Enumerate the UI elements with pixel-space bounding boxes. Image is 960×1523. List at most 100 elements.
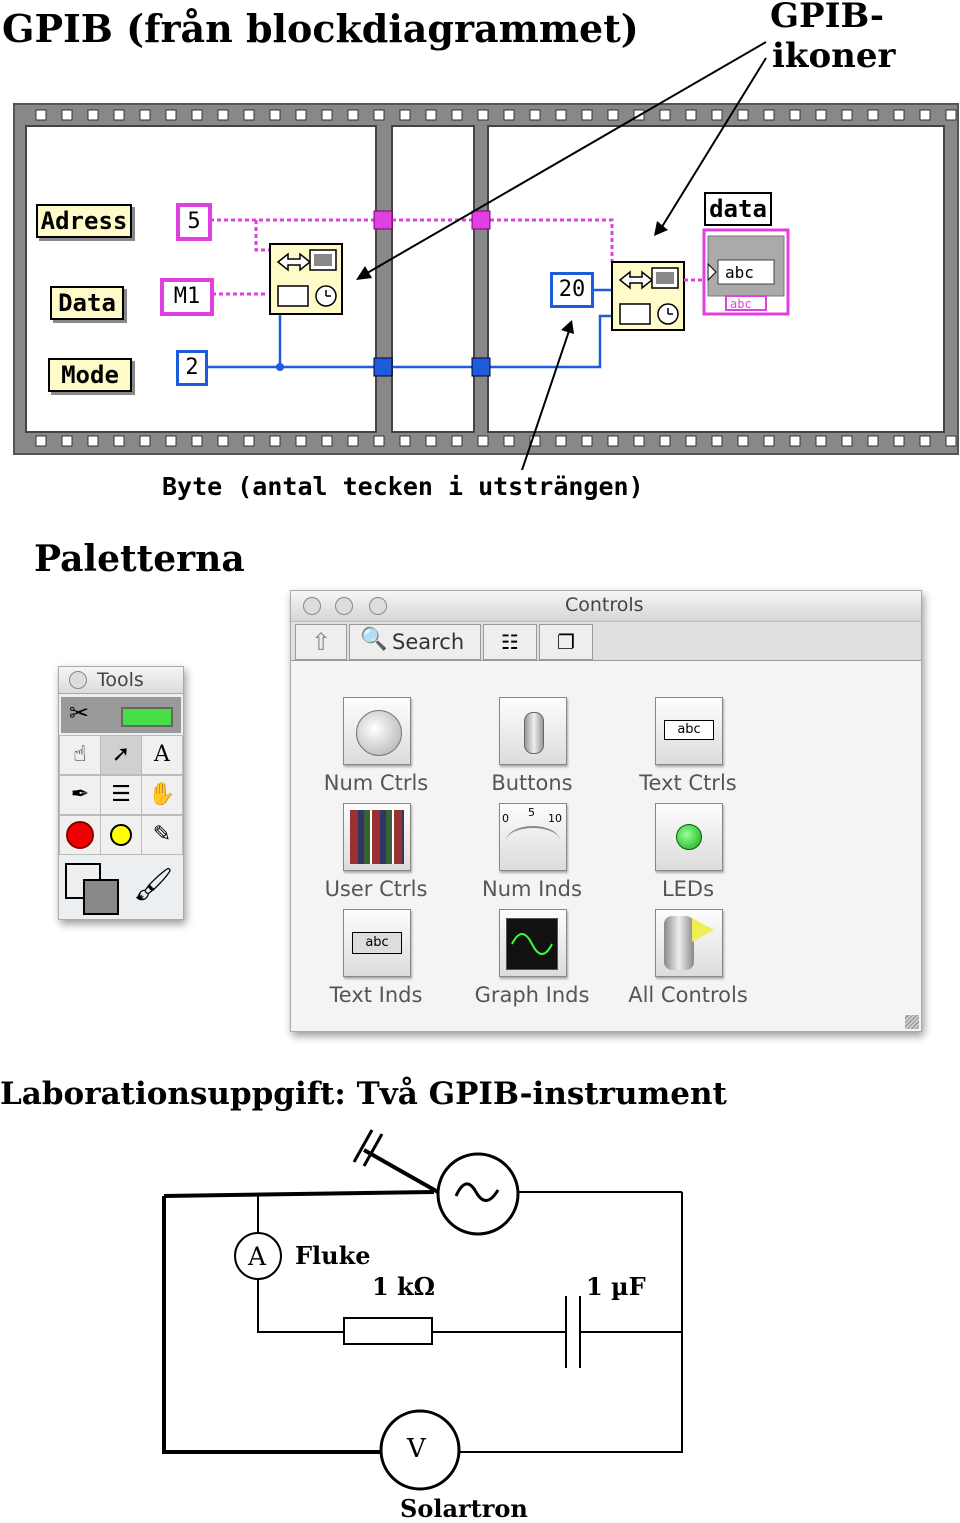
auto-tool-led [121, 707, 173, 727]
capacitor-icon [565, 1296, 581, 1368]
section-title-gpib: GPIB (från blockdiagrammet) [2, 6, 639, 51]
breakpoint-icon[interactable] [59, 815, 101, 855]
close-icon[interactable] [303, 597, 321, 615]
controls-titlebar: Controls [291, 591, 921, 622]
sprocket-hole [165, 109, 177, 121]
sprocket-hole [87, 435, 99, 447]
sprocket-hole [321, 109, 333, 121]
sprocket-hole [737, 435, 749, 447]
all-controls-label: All Controls [628, 983, 748, 1007]
string-indicator [702, 228, 790, 316]
user-ctrls-tile[interactable] [343, 803, 411, 871]
auto-tool-row[interactable]: ✂ [61, 697, 181, 733]
ammeter-name: Fluke [295, 1241, 371, 1270]
led-icon [676, 824, 702, 850]
circuit-diagram [162, 1129, 683, 1491]
sprocket-hole [87, 109, 99, 121]
tools-title: Tools [97, 669, 144, 691]
sprocket-hole [347, 435, 359, 447]
connect-wire-icon[interactable]: ✒ [59, 775, 101, 815]
text-inds-tile[interactable]: abc [343, 909, 411, 977]
controls-palette: Controls ⇧ 🔍 Search ☷ ❐ Num Ctrls Button… [290, 590, 922, 1032]
sprocket-hole [815, 435, 827, 447]
voltmeter-symbol: V [407, 1434, 426, 1464]
sprocket-hole [659, 435, 671, 447]
sprocket-hole [399, 435, 411, 447]
window-icon[interactable]: ❐ [539, 624, 593, 660]
search-button[interactable]: 🔍 Search [349, 624, 481, 660]
text-inds-label: Text Inds [329, 983, 423, 1007]
gpib-icons-label-line2: ikoner [772, 36, 896, 76]
edit-text-icon[interactable]: A [141, 735, 183, 775]
buttons-tile[interactable] [499, 697, 567, 765]
block-diagram: abc abc [13, 41, 959, 470]
tools-titlebar: Tools [59, 667, 183, 694]
sprocket-hole [347, 109, 359, 121]
sprocket-hole [763, 109, 775, 121]
sprocket-hole [529, 109, 541, 121]
auto-tool-icon[interactable]: ✂ [69, 699, 90, 727]
leds-tile[interactable] [655, 803, 723, 871]
color-copy-icon[interactable]: ✎ [141, 815, 183, 855]
mode-constant: 2 [176, 350, 208, 386]
sprocket-hole [919, 435, 931, 447]
graph-inds-tile[interactable] [499, 909, 567, 977]
sprocket-hole [191, 435, 203, 447]
sprocket-hole [841, 109, 853, 121]
minimize-icon[interactable] [335, 597, 353, 615]
all-controls-tile[interactable] [655, 909, 723, 977]
num-ctrls-label: Num Ctrls [323, 771, 429, 795]
graph-inds-label: Graph Inds [474, 983, 590, 1007]
search-label: Search [392, 630, 465, 654]
sprocket-hole [789, 109, 801, 121]
num-inds-tile[interactable]: 0 5 10 [499, 803, 567, 871]
toggle-switch-icon [524, 712, 544, 754]
sprocket-hole [243, 435, 255, 447]
gauge-tick-10: 10 [548, 812, 562, 825]
resize-grip-icon[interactable] [905, 1015, 919, 1029]
byte-count-constant: 20 [550, 272, 594, 308]
sprocket-hole [685, 109, 697, 121]
sprocket-hole [269, 109, 281, 121]
sprocket-hole [373, 109, 385, 121]
sprocket-hole [841, 435, 853, 447]
data-indicator-label: data [704, 192, 772, 226]
sprocket-hole [945, 109, 957, 121]
color-icon[interactable] [61, 859, 125, 915]
sprocket-hole [425, 109, 437, 121]
operate-hand-icon[interactable]: ☝ [59, 735, 101, 775]
up-arrow-icon[interactable]: ⇧ [295, 624, 347, 660]
sprocket-hole [503, 109, 515, 121]
sprocket-hole [269, 435, 281, 447]
close-icon[interactable] [69, 671, 87, 689]
sequence-tunnels [373, 210, 491, 377]
sprocket-hole [893, 109, 905, 121]
buttons-label: Buttons [491, 771, 573, 795]
probe-icon[interactable] [100, 815, 142, 855]
text-ctrls-tile[interactable]: abc [655, 697, 723, 765]
sprocket-hole [867, 109, 879, 121]
sprocket-hole [945, 435, 957, 447]
text-control-icon: abc [664, 720, 714, 740]
text-indicator-icon: abc [352, 932, 402, 954]
options-icon[interactable]: ☷ [483, 624, 537, 660]
graph-trace [511, 933, 553, 955]
capacitor-value: 1 µF [586, 1272, 646, 1301]
ammeter-icon [234, 1232, 282, 1280]
num-ctrls-tile[interactable] [343, 697, 411, 765]
sprocket-hole [711, 435, 723, 447]
ammeter-symbol: A [248, 1242, 267, 1271]
sprocket-hole [113, 435, 125, 447]
paintbrush-icon[interactable]: 🖌 [133, 865, 174, 903]
position-arrow-icon[interactable]: ➚ [100, 735, 142, 775]
zoom-icon[interactable] [369, 597, 387, 615]
object-shortcut-icon[interactable]: ☰ [100, 775, 142, 815]
sprocket-hole [399, 109, 411, 121]
voltmeter-name: Solartron [400, 1494, 528, 1523]
string-wires [210, 218, 614, 296]
sprocket-hole [61, 109, 73, 121]
scroll-hand-icon[interactable]: ✋ [141, 775, 183, 815]
sprocket-hole [763, 435, 775, 447]
leds-label: LEDs [661, 877, 715, 901]
gpib-write-icon [269, 243, 343, 315]
